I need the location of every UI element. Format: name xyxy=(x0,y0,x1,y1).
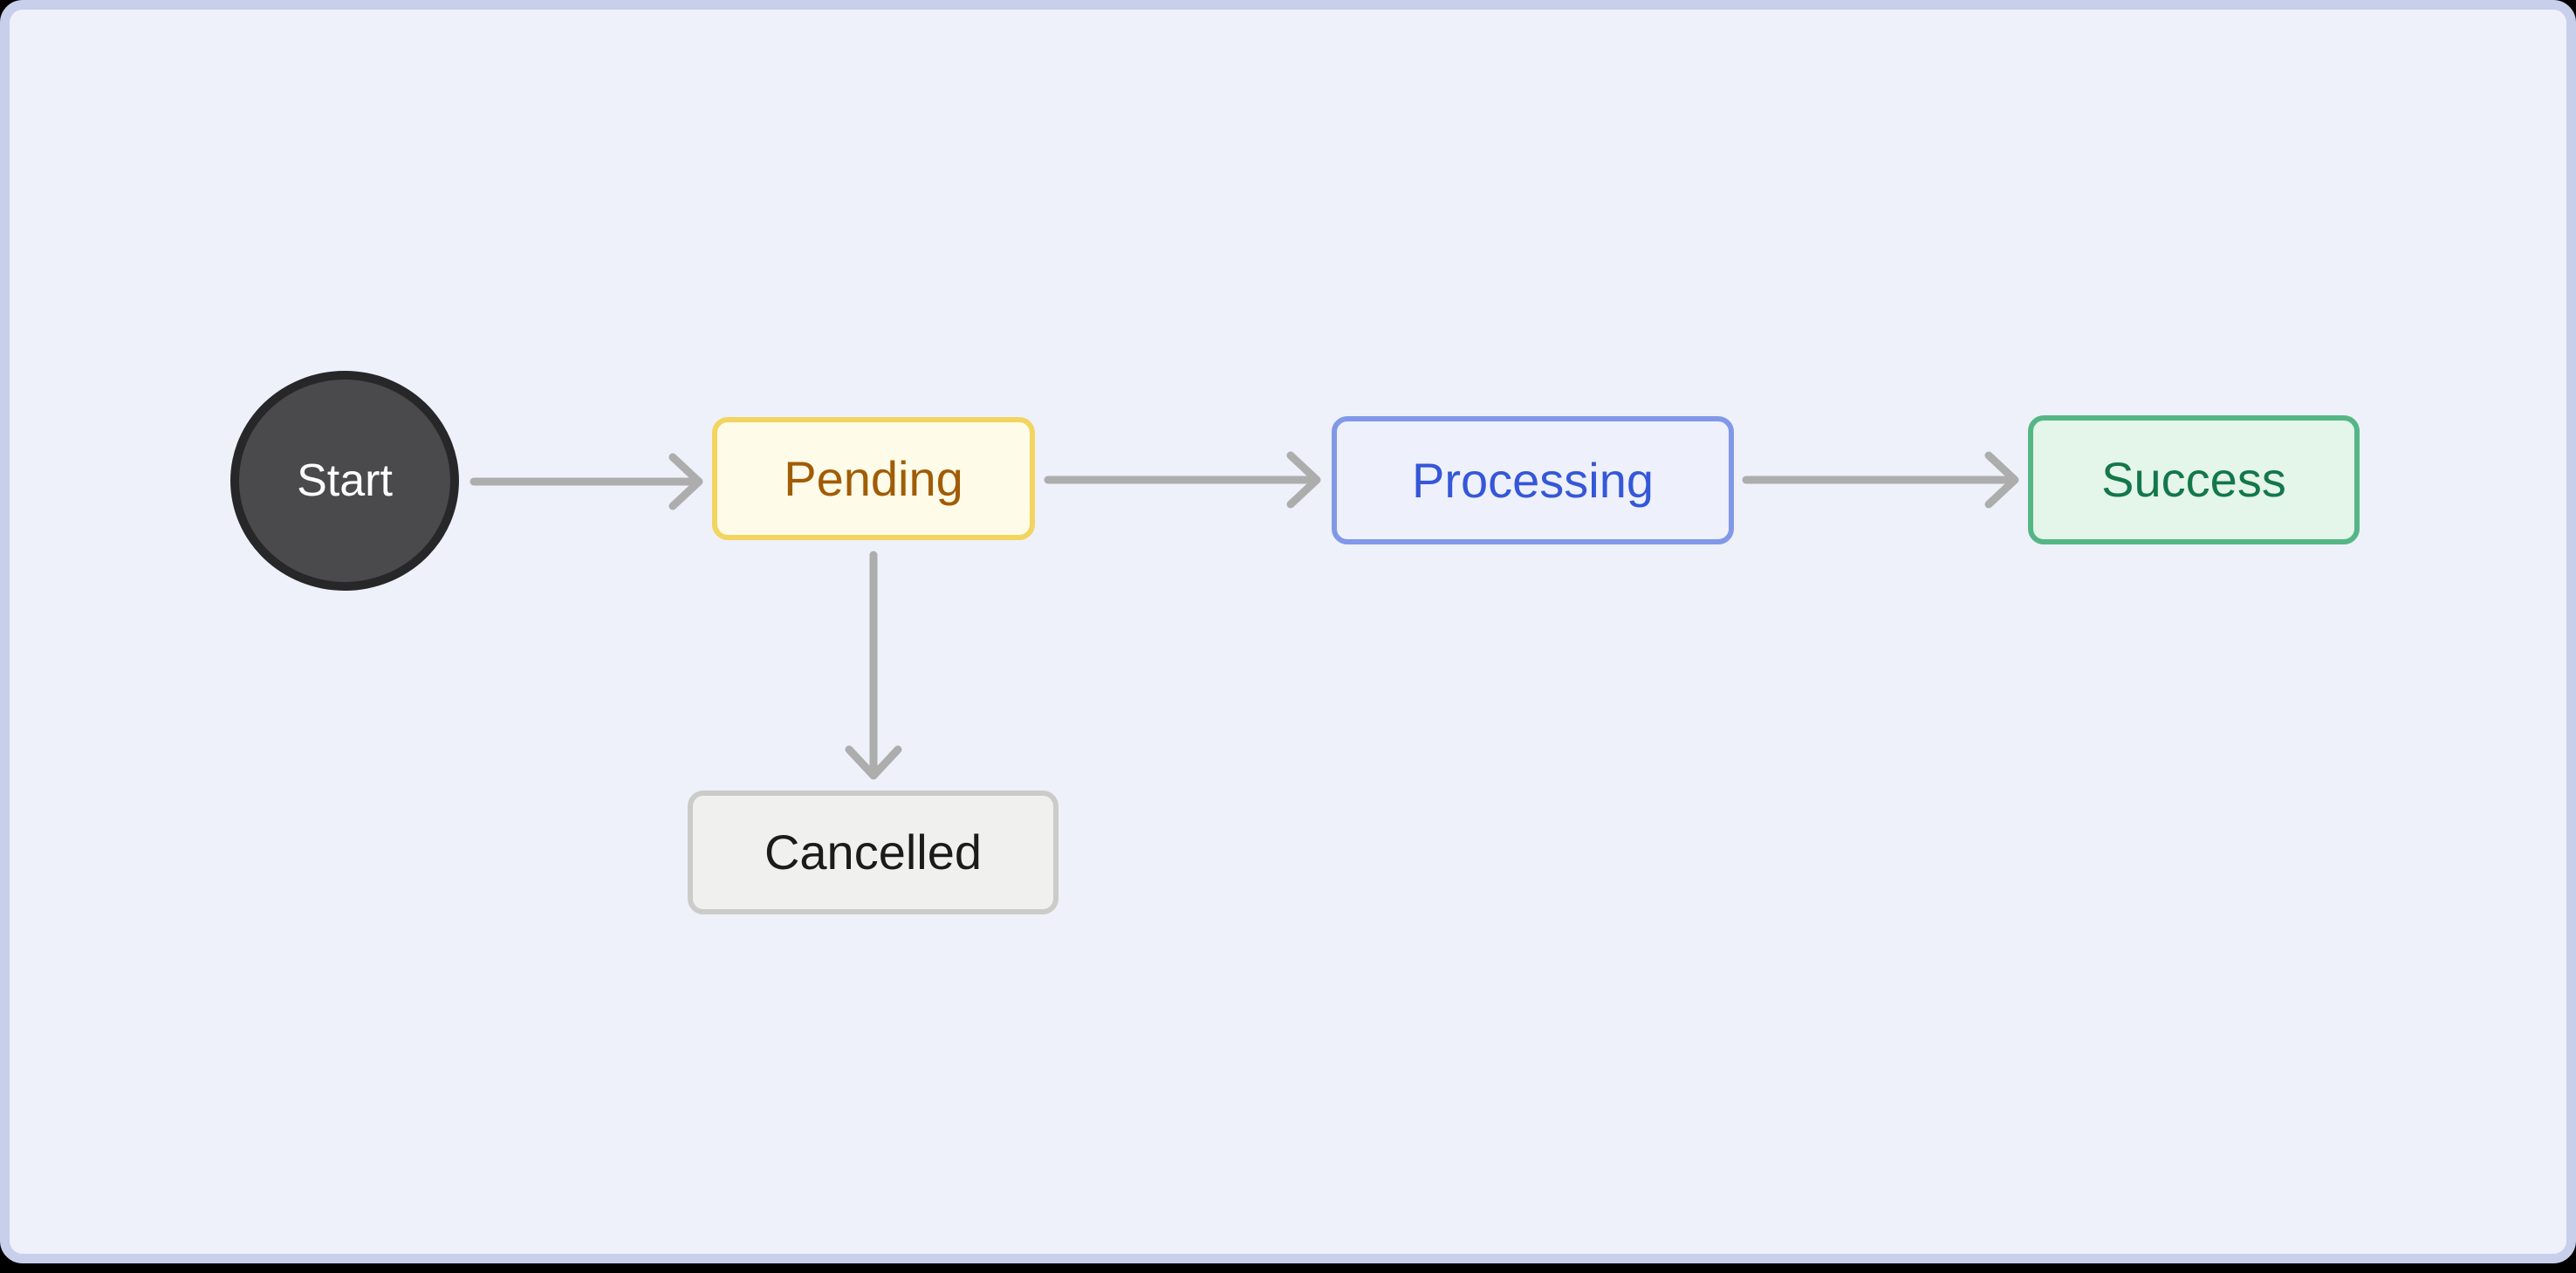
node-success-label: Success xyxy=(2101,452,2286,507)
node-pending-label: Pending xyxy=(784,450,963,506)
node-cancelled-label: Cancelled xyxy=(764,825,983,879)
edge-pending-to-processing xyxy=(1044,451,1321,509)
edge-start-to-pending xyxy=(469,453,703,510)
graph-layer: Start Pending Processing Success Cancell… xyxy=(10,10,2576,1273)
node-success[interactable]: Success xyxy=(2028,415,2360,544)
edge-pending-to-cancelled xyxy=(845,551,902,780)
node-start-label: Start xyxy=(297,455,393,506)
node-pending[interactable]: Pending xyxy=(712,417,1035,540)
node-processing[interactable]: Processing xyxy=(1332,416,1734,544)
node-processing-label: Processing xyxy=(1411,452,1655,508)
node-cancelled[interactable]: Cancelled xyxy=(688,790,1058,914)
edge-processing-to-success xyxy=(1742,451,2019,509)
node-start[interactable]: Start xyxy=(230,371,459,591)
edge-layer xyxy=(469,451,2019,780)
